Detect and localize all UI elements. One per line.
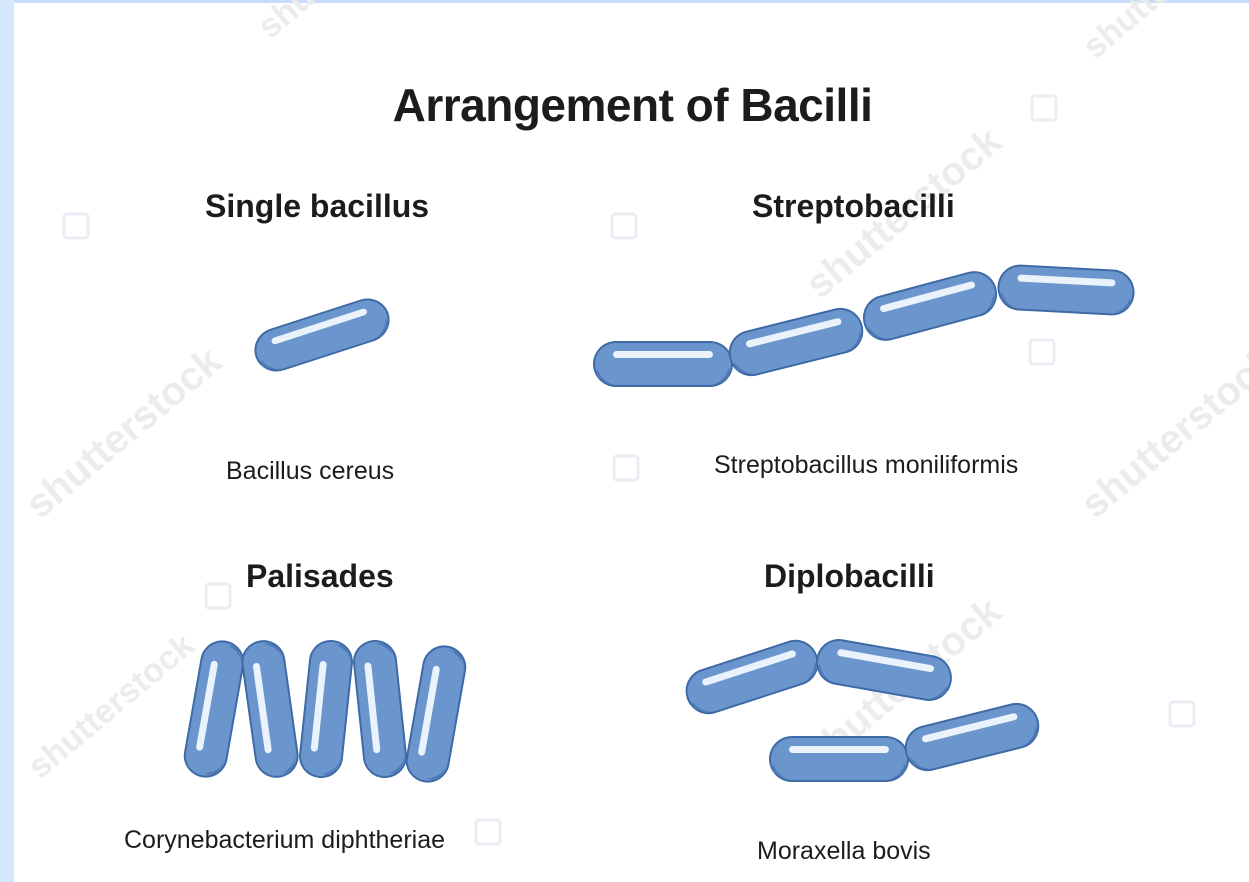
diplobacilli-heading: Diplobacilli	[764, 558, 935, 595]
bacillus-rod	[297, 638, 355, 780]
bacillus-rod	[593, 341, 733, 387]
watermark-text: shutterstock	[1076, 0, 1249, 66]
single-bacillus-heading: Single bacillus	[205, 188, 429, 225]
watermark-text: shutterstock	[251, 0, 432, 46]
bacillus-rod	[249, 293, 396, 378]
bacillus-rod	[402, 642, 469, 786]
streptobacilli-species-label: Streptobacillus moniliformis	[714, 451, 1018, 480]
single-bacillus-illustration	[249, 293, 396, 378]
watermark-text: shutterstock	[21, 626, 202, 786]
bacillus-rod	[996, 263, 1135, 316]
watermark-text: shutterstock	[18, 338, 231, 526]
bacillus-rod	[900, 698, 1044, 776]
palisades-heading: Palisades	[246, 558, 394, 595]
single-bacillus-species-label: Bacillus cereus	[226, 457, 394, 486]
bacillus-rod	[769, 736, 909, 782]
streptobacilli-illustration	[593, 263, 1136, 387]
bacillus-rod	[239, 637, 302, 780]
palisades-illustration	[180, 637, 469, 786]
diagram-title: Arrangement of Bacilli	[0, 78, 1249, 132]
streptobacilli-heading: Streptobacilli	[752, 188, 955, 225]
bacillus-rod	[858, 266, 1002, 346]
diplobacilli-species-label: Moraxella bovis	[757, 837, 931, 866]
palisades-species-label: Corynebacterium diphtheriae	[124, 826, 445, 855]
bacillus-rod	[351, 638, 409, 780]
bacillus-rod	[680, 634, 825, 720]
bacillus-rod	[724, 303, 868, 381]
watermark-text: shutterstock	[1073, 338, 1249, 526]
